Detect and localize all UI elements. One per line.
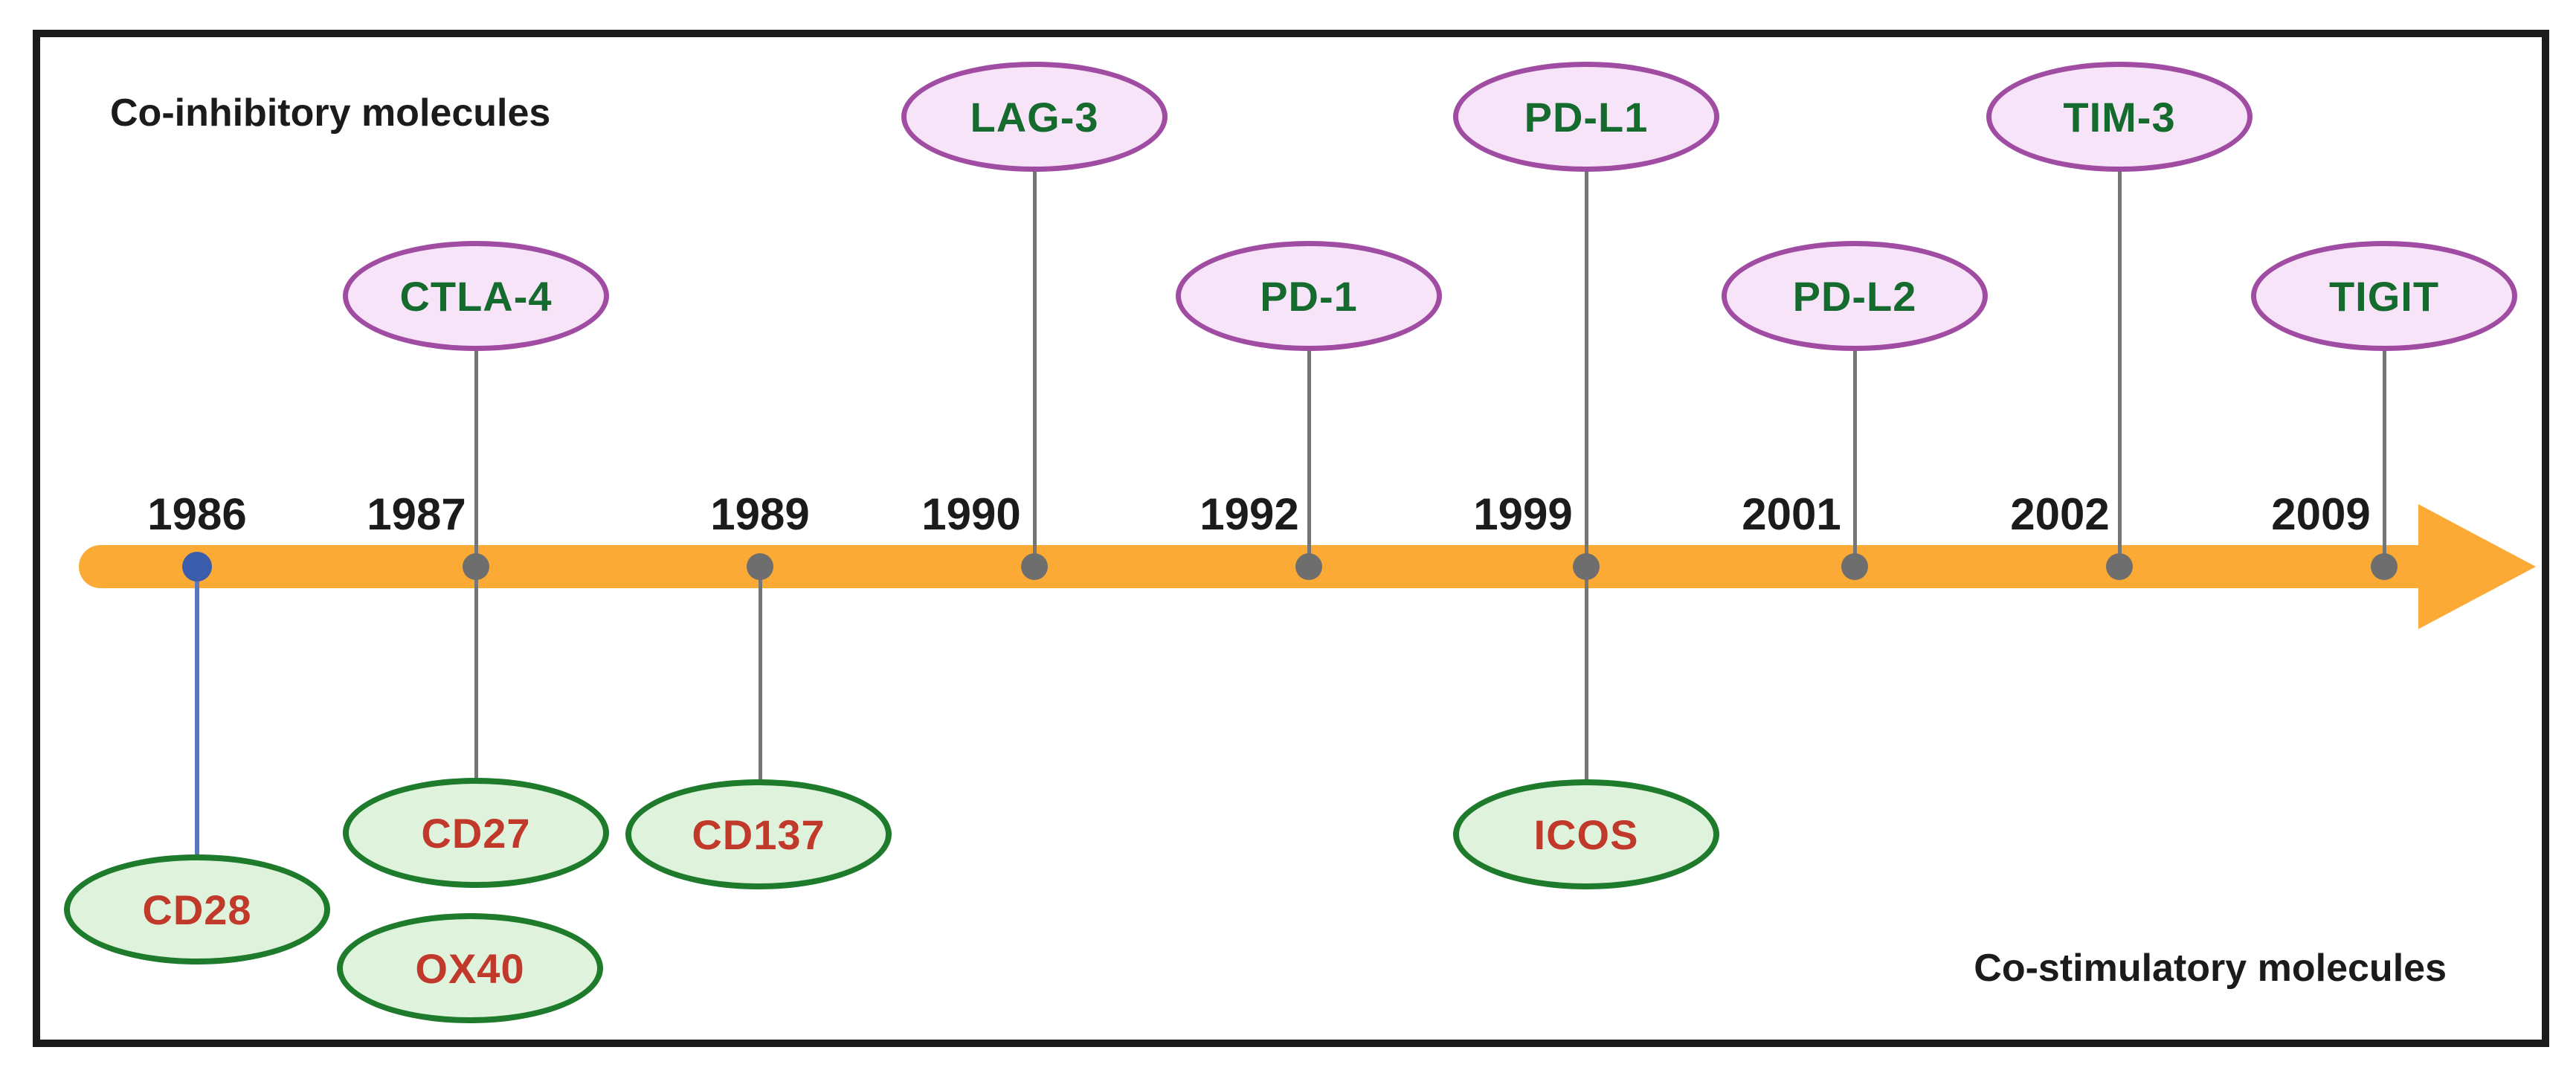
molecule-cd137: CD137 (625, 779, 892, 889)
year-marker-2009 (2371, 553, 2398, 580)
molecule-icos: ICOS (1453, 779, 1719, 889)
connector-1992 (1307, 350, 1311, 567)
timeline-arrow-shaft (79, 545, 2421, 588)
year-label-2001: 2001 (1742, 489, 1841, 539)
year-marker-1990 (1021, 553, 1048, 580)
year-marker-2002 (2106, 553, 2133, 580)
molecule-ox40: OX40 (337, 913, 603, 1023)
co-inhibitory-section-label: Co-inhibitory molecules (110, 91, 551, 135)
connector-1986 (195, 567, 199, 857)
molecule-pd-1: PD-1 (1176, 241, 1442, 351)
diagram-border-frame (33, 30, 2549, 1047)
molecule-cd28: CD28 (64, 854, 330, 964)
year-label-2009: 2009 (2271, 489, 2371, 539)
connector-1999 (1584, 170, 1588, 781)
co-stimulatory-section-label: Co-stimulatory molecules (1974, 947, 2447, 990)
year-marker-2001 (1841, 553, 1868, 580)
year-label-1987: 1987 (367, 489, 466, 539)
molecule-pd-l2: PD-L2 (1722, 241, 1988, 351)
molecule-ctla-4: CTLA-4 (343, 241, 609, 351)
year-marker-1989 (747, 553, 773, 580)
year-label-1999: 1999 (1473, 489, 1573, 539)
year-marker-1987 (463, 553, 489, 580)
molecule-lag-3: LAG-3 (901, 62, 1168, 172)
molecule-tim-3: TIM-3 (1986, 62, 2253, 172)
year-label-2002: 2002 (2010, 489, 2110, 539)
year-marker-1986 (182, 552, 212, 582)
year-label-1986: 1986 (147, 489, 247, 539)
year-label-1989: 1989 (710, 489, 810, 539)
year-marker-1999 (1573, 553, 1600, 580)
molecule-cd27: CD27 (343, 778, 609, 888)
connector-1989 (758, 567, 762, 781)
molecule-pd-l1: PD-L1 (1453, 62, 1719, 172)
year-label-1992: 1992 (1200, 489, 1299, 539)
connector-2009 (2382, 350, 2386, 567)
year-marker-1992 (1295, 553, 1322, 580)
connector-2001 (1852, 350, 1857, 567)
connector-1990 (1032, 170, 1037, 567)
timeline-arrowhead-icon (2418, 504, 2536, 629)
molecule-tigit: TIGIT (2251, 241, 2517, 351)
year-label-1990: 1990 (921, 489, 1021, 539)
connector-2002 (2117, 170, 2122, 567)
